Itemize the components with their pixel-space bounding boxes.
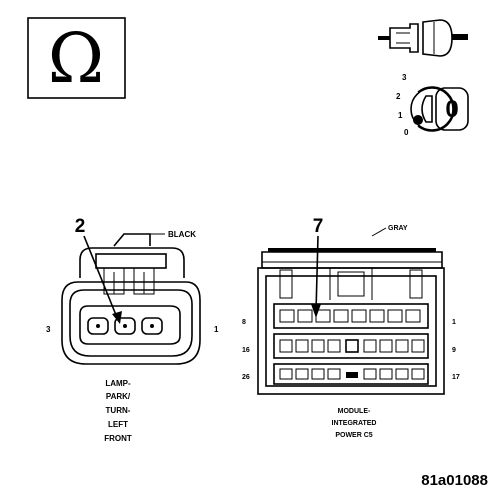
lamp-name-line-2: PARK/ xyxy=(106,392,131,401)
module-connector-name: MODULE- INTEGRATED POWER C5 xyxy=(332,408,377,439)
key-position-display: 0 xyxy=(445,96,458,123)
lamp-name-line-3: TURN- xyxy=(106,406,131,415)
module-callout-number: 7 xyxy=(313,216,324,237)
module-pin-17: 17 xyxy=(452,374,460,381)
lamp-connector-name: LAMP- PARK/ TURN- LEFT FRONT xyxy=(104,379,132,443)
module-pin-16: 16 xyxy=(242,347,250,354)
module-connector-color: GRAY xyxy=(388,225,408,232)
module-name-line-2: INTEGRATED xyxy=(332,420,377,427)
lamp-pin-left-number: 3 xyxy=(46,325,51,334)
key-position-2: 2 xyxy=(396,92,401,101)
module-pin-26: 26 xyxy=(242,374,250,381)
disconnect-connector-icon xyxy=(378,19,468,57)
key-position-0: 0 xyxy=(404,128,409,137)
module-pin-9: 9 xyxy=(452,347,456,354)
key-position-1: 1 xyxy=(398,111,403,120)
lamp-name-line-5: FRONT xyxy=(104,434,132,443)
ohm-symbol: Ω xyxy=(48,20,104,99)
key-position-3: 3 xyxy=(402,73,407,82)
module-connector-drawing xyxy=(257,248,445,395)
module-pin-labels: 8 1 16 9 26 17 xyxy=(242,319,460,381)
module-pin-8: 8 xyxy=(242,319,246,326)
figure-id: 81a01088 xyxy=(421,472,488,489)
module-name-line-1: MODULE- xyxy=(338,408,371,415)
lamp-pin-callout: 2 xyxy=(75,216,122,324)
lamp-connector-color: BLACK xyxy=(168,230,196,239)
module-pin-1: 1 xyxy=(452,319,456,326)
module-name-line-3: POWER C5 xyxy=(335,432,372,439)
module-pin-callout: 7 xyxy=(311,216,323,318)
ohmmeter-icon: Ω xyxy=(27,17,126,99)
lamp-connector-drawing xyxy=(61,233,201,365)
lamp-pin-right-number: 1 xyxy=(214,325,219,334)
lamp-name-line-4: LEFT xyxy=(108,420,128,429)
lamp-name-line-1: LAMP- xyxy=(105,379,131,388)
lamp-callout-number: 2 xyxy=(75,216,86,237)
ignition-key-icon: 0 3 2 1 0 xyxy=(396,73,469,137)
